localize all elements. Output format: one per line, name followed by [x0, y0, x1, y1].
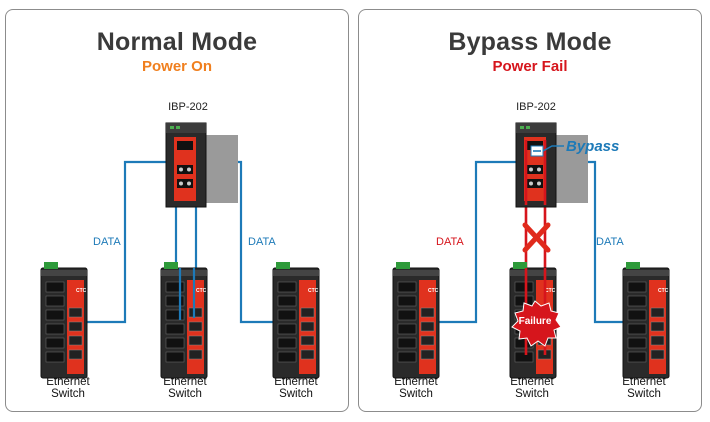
data-label-left: DATA	[93, 236, 121, 248]
bypass-internal-link	[530, 145, 564, 157]
failure-badge-icon	[511, 300, 562, 347]
switch-label-center: Ethernet Switch	[510, 376, 554, 400]
normal-mode-title: Normal Mode	[96, 28, 258, 56]
bypass-ethernet-switch-left	[392, 261, 440, 379]
switch-label-left: Ethernet Switch	[394, 376, 438, 400]
broken-link-x-icon	[522, 222, 551, 253]
bypass-device-label: IBP-202	[516, 101, 556, 113]
normal-bypass-device	[165, 122, 239, 208]
bypass-ethernet-switch-right	[622, 261, 670, 379]
data-label-left-failed: DATA	[436, 236, 464, 248]
switch-label-left: Ethernet Switch	[46, 376, 90, 400]
failure-label: Failure	[518, 316, 552, 327]
normal-ethernet-switch-center	[160, 261, 208, 379]
power-on-subtitle: Power On	[141, 58, 212, 75]
data-label-right: DATA	[596, 236, 624, 248]
bypass-device-label: IBP-202	[168, 101, 208, 113]
switch-label-center: Ethernet Switch	[163, 376, 207, 400]
power-fail-subtitle: Power Fail	[492, 58, 568, 75]
switch-label-right: Ethernet Switch	[274, 376, 318, 400]
normal-ethernet-switch-right	[272, 261, 320, 379]
data-label-right: DATA	[248, 236, 276, 248]
failed-link-over-device	[524, 140, 547, 205]
normal-ethernet-switch-left	[40, 261, 88, 379]
switch-label-right: Ethernet Switch	[622, 376, 666, 400]
bypass-mode-title: Bypass Mode	[448, 28, 612, 56]
bypass-callout-label: Bypass	[566, 138, 620, 155]
